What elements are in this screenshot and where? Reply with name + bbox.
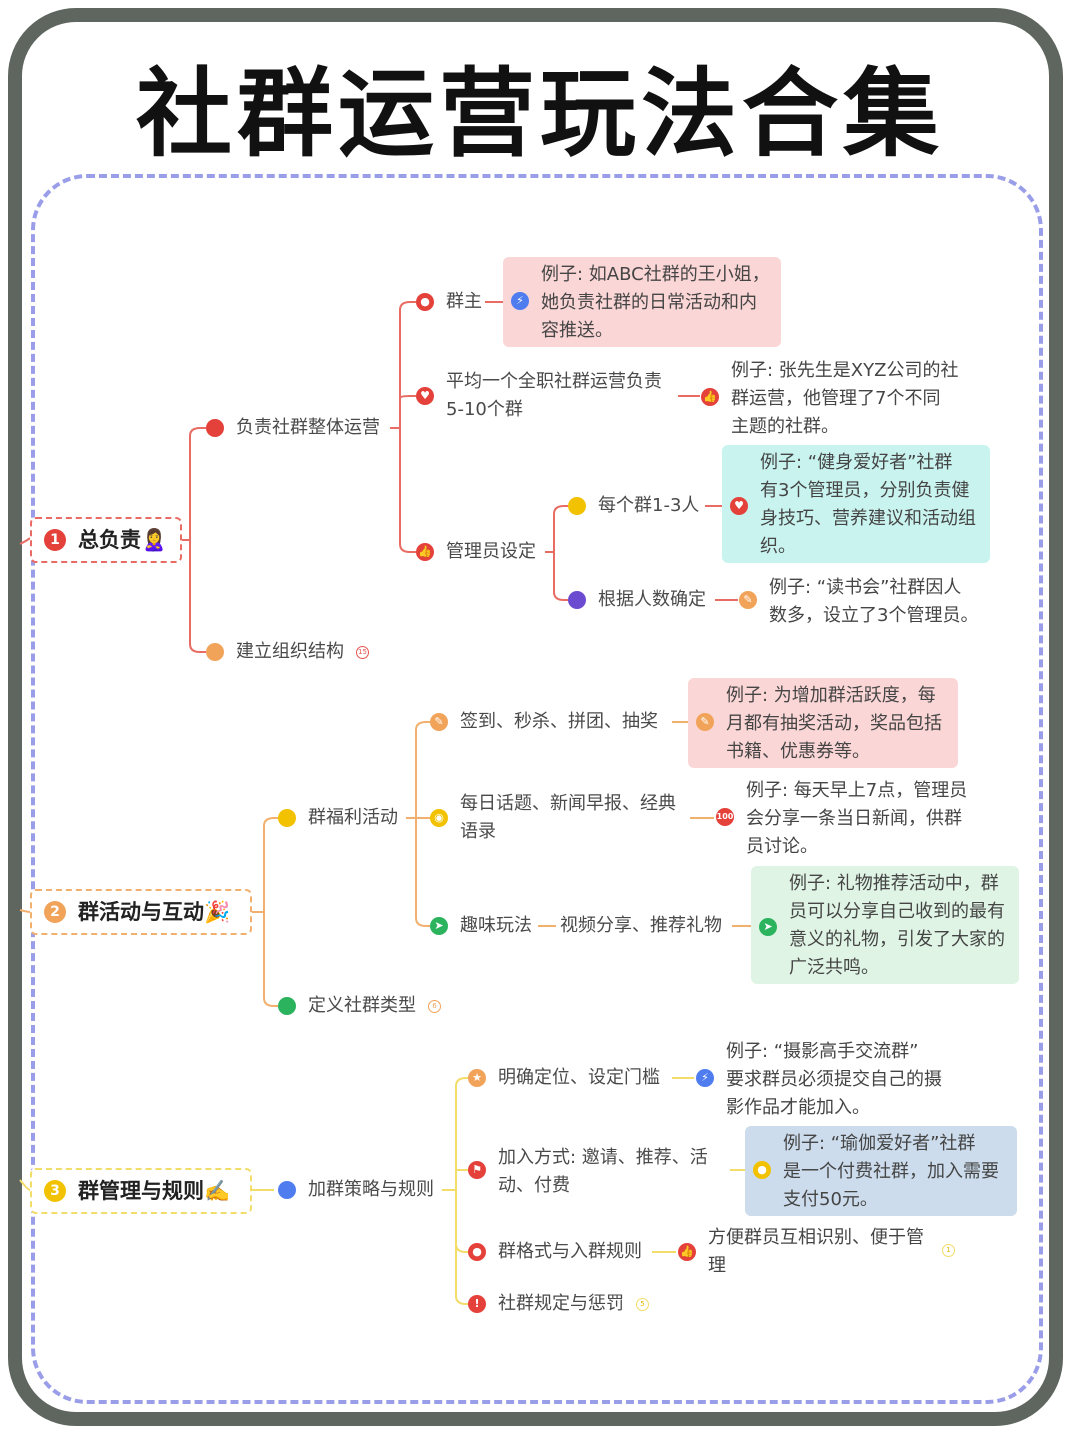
mindmap-container [31,174,1043,1404]
count-badge[interactable]: 5 [636,1298,649,1311]
thumbs-up-icon: 👍 [416,543,434,561]
node-label[interactable]: 社群规定与惩罚 [498,1293,624,1314]
number-badge-2: 2 [44,901,66,923]
green-dot-icon [278,997,296,1015]
branch-label[interactable]: 加群策略与规则 [308,1179,434,1200]
example-box: 👍 例子: 张先生是XYZ公司的社 群运营，他管理了7个不同 主题的社群。 [693,353,983,443]
example-text: 例子: 每天早上7点，管理员 会分享一条当日新闻，供群 员讨论。 [746,780,968,857]
yellow-dot-icon [278,809,296,827]
yellow-dot-icon [568,497,586,515]
count-badge[interactable]: 15 [356,646,369,659]
branch-label[interactable]: 建立组织结构 [236,641,344,662]
section-3-node[interactable]: 3 群管理与规则✍️ [30,1168,252,1214]
star-icon: ★ [468,1069,486,1087]
example-text: 例子: “瑜伽爱好者”社群 是一个付费社群，加入需要 支付50元。 [783,1133,999,1210]
example-text: 例子: “读书会”社群因人 数多，设立了3个管理员。 [769,577,979,626]
red-dot-icon [206,419,224,437]
example-box: ♥ 例子: “健身爱好者”社群 有3个管理员，分别负责健 身技巧、营养建议和活动… [722,445,990,563]
hundred-points-icon: 100 [716,808,734,826]
number-badge-3: 3 [44,1180,66,1202]
node-label[interactable]: 视频分享、推荐礼物 [560,915,722,936]
branch-label[interactable]: 群福利活动 [308,807,398,828]
example-box: 100 例子: 每天早上7点，管理员 会分享一条当日新闻，供群 员讨论。 [708,773,988,863]
lightbulb-icon: ● [753,1161,771,1179]
gamepad-icon: ◉ [430,809,448,827]
node-label[interactable]: 平均一个全职社群运营负责 5-10个群 [446,371,662,420]
page-title: 社群运营玩法合集 [136,58,944,170]
section-3-label: 群管理与规则✍️ [78,1179,231,1203]
orange-dot-icon [206,643,224,661]
running-icon: ➤ [430,917,448,935]
branch-label[interactable]: 定义社群类型 [308,995,416,1016]
exclamation-icon: ! [468,1295,486,1313]
example-box: ⚡ 例子: “摄影高手交流群” 要求群员必须提交自己的摄 影作品才能加入。 [688,1034,978,1124]
thumbs-up-icon: 👍 [701,388,719,406]
lightning-icon: ⚡ [696,1069,714,1087]
flag-icon: ⚑ [468,1161,486,1179]
example-box: ⚡ 例子: 如ABC社群的王小姐， 她负责社群的日常活动和内 容推送。 [503,257,781,347]
section-1-node[interactable]: 1 总负责🙎‍♀️ [30,517,182,563]
example-text: 例子: 礼物推荐活动中，群 员可以分享自己收到的最有 意义的礼物，引发了大家的 … [789,873,1005,978]
count-badge[interactable]: 1 [942,1244,955,1257]
node-label[interactable]: 根据人数确定 [598,589,706,610]
section-2-label: 群活动与互动🎉 [78,900,231,924]
node-label[interactable]: 加入方式: 邀请、推荐、活 动、付费 [498,1147,708,1196]
user-icon: ● [468,1243,486,1261]
example-text: 例子: “健身爱好者”社群 有3个管理员，分别负责健 身技巧、营养建议和活动组 … [760,452,976,557]
node-label[interactable]: 每个群1-3人 [598,495,700,516]
running-icon: ➤ [759,918,777,936]
node-label[interactable]: 每日话题、新闻早报、经典 语录 [460,793,676,842]
example-text: 例子: 如ABC社群的王小姐， 她负责社群的日常活动和内 容推送。 [541,264,770,341]
user-icon: ● [416,293,434,311]
purple-dot-icon [568,591,586,609]
blue-dot-icon [278,1181,296,1199]
example-text: 例子: “摄影高手交流群” 要求群员必须提交自己的摄 影作品才能加入。 [726,1041,942,1118]
node-label[interactable]: 趣味玩法 [460,915,532,936]
lightning-icon: ⚡ [511,292,529,310]
node-label[interactable]: 群格式与入群规则 [498,1241,642,1262]
example-text: 例子: 张先生是XYZ公司的社 群运营，他管理了7个不同 主题的社群。 [731,360,959,437]
heart-icon: ♥ [416,387,434,405]
example-text: 例子: 为增加群活跃度，每 月都有抽奖活动，奖品包括 书籍、优惠券等。 [726,685,942,762]
node-label[interactable]: 群主 [446,291,482,312]
branch-label[interactable]: 负责社群整体运营 [236,417,380,438]
pencil-icon: ✎ [739,591,757,609]
count-badge[interactable]: 6 [428,1000,441,1013]
example-box: ● 例子: “瑜伽爱好者”社群 是一个付费社群，加入需要 支付50元。 [745,1126,1017,1216]
example-text: 方便群员互相识别、便于管 理 [708,1227,924,1276]
node-label[interactable]: 明确定位、设定门槛 [498,1067,660,1088]
node-label[interactable]: 管理员设定 [446,541,536,562]
example-box: ✎ 例子: 为增加群活跃度，每 月都有抽奖活动，奖品包括 书籍、优惠券等。 [688,678,958,768]
pencil-icon: ✎ [696,713,714,731]
heart-icon: ♥ [730,497,748,515]
example-box: ➤ 例子: 礼物推荐活动中，群 员可以分享自己收到的最有 意义的礼物，引发了大家… [751,866,1019,984]
example-box: ✎ 例子: “读书会”社群因人 数多，设立了3个管理员。 [731,570,1001,632]
section-1-label: 总负责🙎‍♀️ [78,528,168,552]
thumbs-up-icon: 👍 [678,1243,696,1261]
pencil-icon: ✎ [430,713,448,731]
number-badge-1: 1 [44,529,66,551]
section-2-node[interactable]: 2 群活动与互动🎉 [30,889,252,935]
node-label[interactable]: 签到、秒杀、拼团、抽奖 [460,711,658,732]
